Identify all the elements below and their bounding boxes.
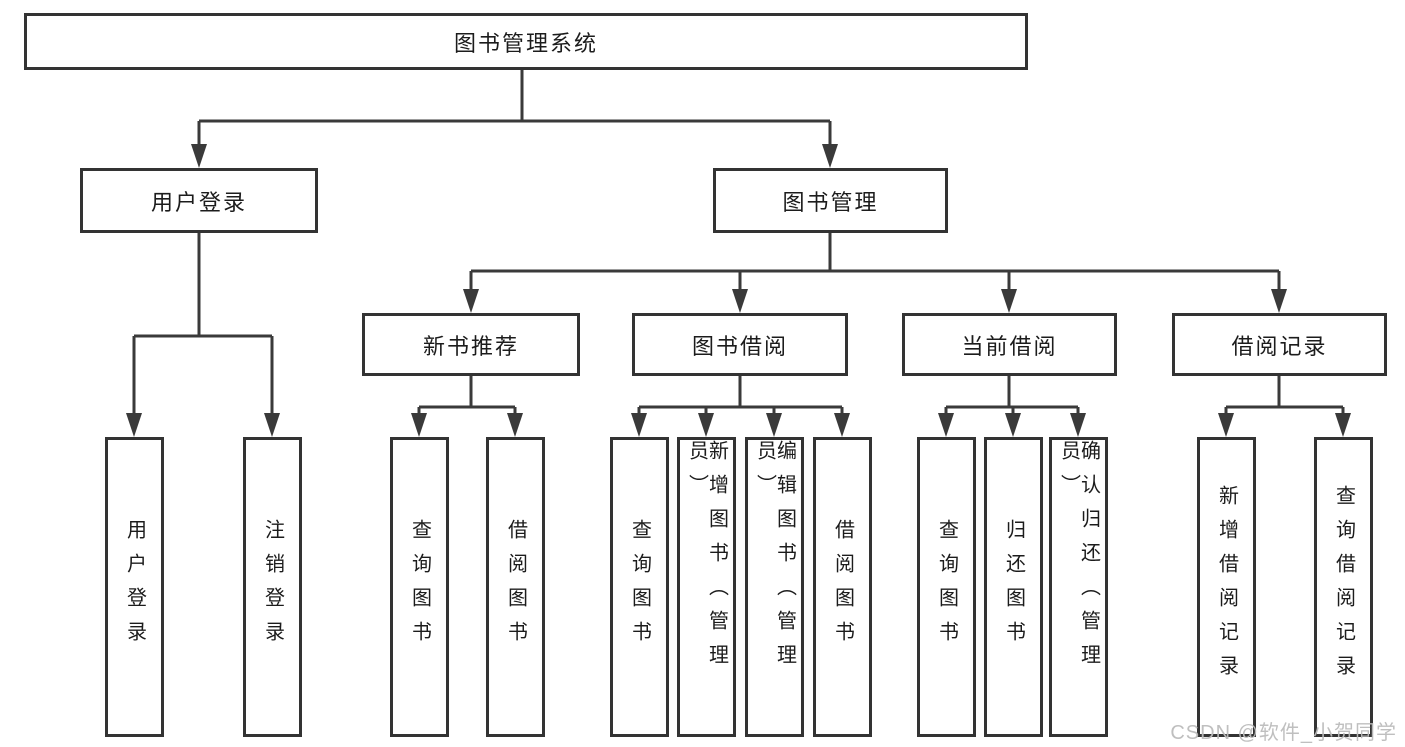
node-root: 图书管理系统 (24, 13, 1028, 70)
leaf-label: 查询图书 (408, 519, 431, 655)
connector-book-management-to-level2 (463, 233, 1287, 313)
leaf-label: 查询借阅记录 (1332, 485, 1355, 689)
connector-borrow-records-to-leaves (1218, 376, 1351, 437)
leaf-label: 确认归还（管理员） (1057, 440, 1100, 678)
leaf-current-return-books: 归还图书 (984, 437, 1043, 737)
leaf-login-logout: 注销登录 (243, 437, 302, 737)
leaf-label: 借阅图书 (831, 519, 854, 655)
node-borrow-records: 借阅记录 (1172, 313, 1387, 376)
node-new-book-recommend: 新书推荐 (362, 313, 580, 376)
leaf-label: 借阅图书 (504, 519, 527, 655)
leaf-label: 编辑图书（管理员） (753, 440, 796, 678)
leaf-label: 注销登录 (261, 519, 284, 655)
connector-root-to-level1 (191, 68, 838, 168)
leaf-borrow-edit-books-admin: 编辑图书（管理员） (745, 437, 804, 737)
leaf-borrow-borrow-books: 借阅图书 (813, 437, 872, 737)
leaf-label: 归还图书 (1002, 519, 1025, 655)
leaf-login-user-login: 用户登录 (105, 437, 164, 737)
leaf-label: 查询图书 (935, 519, 958, 655)
node-book-borrow: 图书借阅 (632, 313, 848, 376)
leaf-newbooks-borrow-books: 借阅图书 (486, 437, 545, 737)
leaf-borrow-query-books: 查询图书 (610, 437, 669, 737)
leaf-newbooks-query-books: 查询图书 (390, 437, 449, 737)
leaf-label: 查询图书 (628, 519, 651, 655)
connector-user-login-to-leaves (126, 233, 280, 437)
connector-current-borrow-to-leaves (938, 376, 1086, 437)
leaf-borrow-add-books-admin: 新增图书（管理员） (677, 437, 736, 737)
leaf-label: 新增借阅记录 (1215, 485, 1238, 689)
leaf-label: 新增图书（管理员） (685, 440, 728, 678)
leaf-current-query-books: 查询图书 (917, 437, 976, 737)
node-current-borrow: 当前借阅 (902, 313, 1117, 376)
leaf-records-query-record: 查询借阅记录 (1314, 437, 1373, 737)
leaf-label: 用户登录 (123, 519, 146, 655)
connector-new-book-recommend-to-leaves (411, 376, 523, 437)
node-book-management: 图书管理 (713, 168, 948, 233)
leaf-current-confirm-return-admin: 确认归还（管理员） (1049, 437, 1108, 737)
connector-book-borrow-to-leaves (631, 376, 850, 437)
leaf-records-add-record: 新增借阅记录 (1197, 437, 1256, 737)
node-user-login: 用户登录 (80, 168, 318, 233)
watermark-text: CSDN @软件_小贺同学 (1170, 722, 1397, 744)
